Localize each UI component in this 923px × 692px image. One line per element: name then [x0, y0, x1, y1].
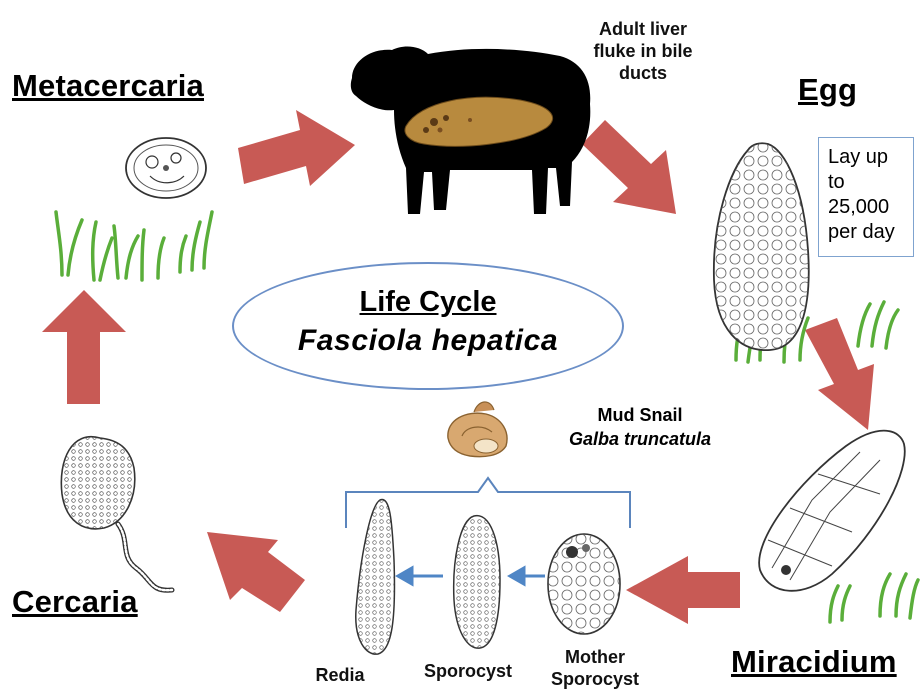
mother-sporocyst-label-line1: Mother — [545, 646, 645, 668]
grass-miracidium — [830, 574, 918, 622]
arrow-metacercaria-to-sheep — [238, 110, 355, 186]
arrow-egg-to-miracidium — [805, 318, 874, 430]
mud-snail-illustration — [448, 402, 507, 457]
sporocyst-illustration — [454, 516, 500, 649]
snail-common-name: Mud Snail — [540, 403, 740, 427]
arrow-miracidium-to-snail — [626, 556, 740, 624]
sporocyst-label: Sporocyst — [418, 660, 518, 682]
metacercaria-label: Metacercaria — [12, 68, 204, 104]
miracidium-label: Miracidium — [731, 644, 897, 680]
grass-metacercaria — [56, 212, 212, 280]
diagram-title: Life Cycle — [232, 286, 624, 319]
cercaria-label: Cercaria — [12, 584, 138, 620]
arrow-sporocyst-to-redia — [398, 568, 443, 584]
mother-sporocyst-illustration — [548, 534, 620, 634]
egg-note-line3: 25,000 — [828, 195, 913, 220]
cercaria-illustration — [61, 437, 172, 591]
egg-count-note: Lay up to 25,000 per day — [818, 137, 914, 257]
egg-note-line1: Lay up — [828, 145, 913, 170]
arrow-snail-to-cercaria — [207, 532, 305, 612]
miracidium-illustration — [759, 431, 905, 591]
egg-illustration — [714, 143, 809, 350]
adult-fluke-caption-line2: fluke in bile — [585, 40, 701, 62]
redia-illustration — [356, 500, 395, 655]
adult-fluke-caption: Adult liver fluke in bile ducts — [585, 18, 701, 84]
metacercaria-cyst — [126, 138, 206, 198]
egg-label: Egg — [798, 72, 857, 108]
mother-sporocyst-label: Mother Sporocyst — [545, 646, 645, 690]
arrow-cercaria-to-metacercaria — [42, 290, 126, 404]
adult-fluke-caption-line1: Adult liver — [585, 18, 701, 40]
mother-sporocyst-label-line2: Sporocyst — [545, 668, 645, 690]
egg-note-line2: to — [828, 170, 913, 195]
snail-species-name: Galba truncatula — [540, 427, 740, 451]
adult-fluke-caption-line3: ducts — [585, 62, 701, 84]
diagram-subtitle-species: Fasciola hepatica — [232, 324, 624, 358]
snail-host-caption: Mud Snail Galba truncatula — [540, 403, 740, 451]
egg-note-line4: per day — [828, 220, 913, 245]
arrow-sheep-to-egg — [582, 120, 676, 214]
redia-label: Redia — [300, 664, 380, 686]
arrow-mother-to-sporocyst — [510, 568, 545, 584]
